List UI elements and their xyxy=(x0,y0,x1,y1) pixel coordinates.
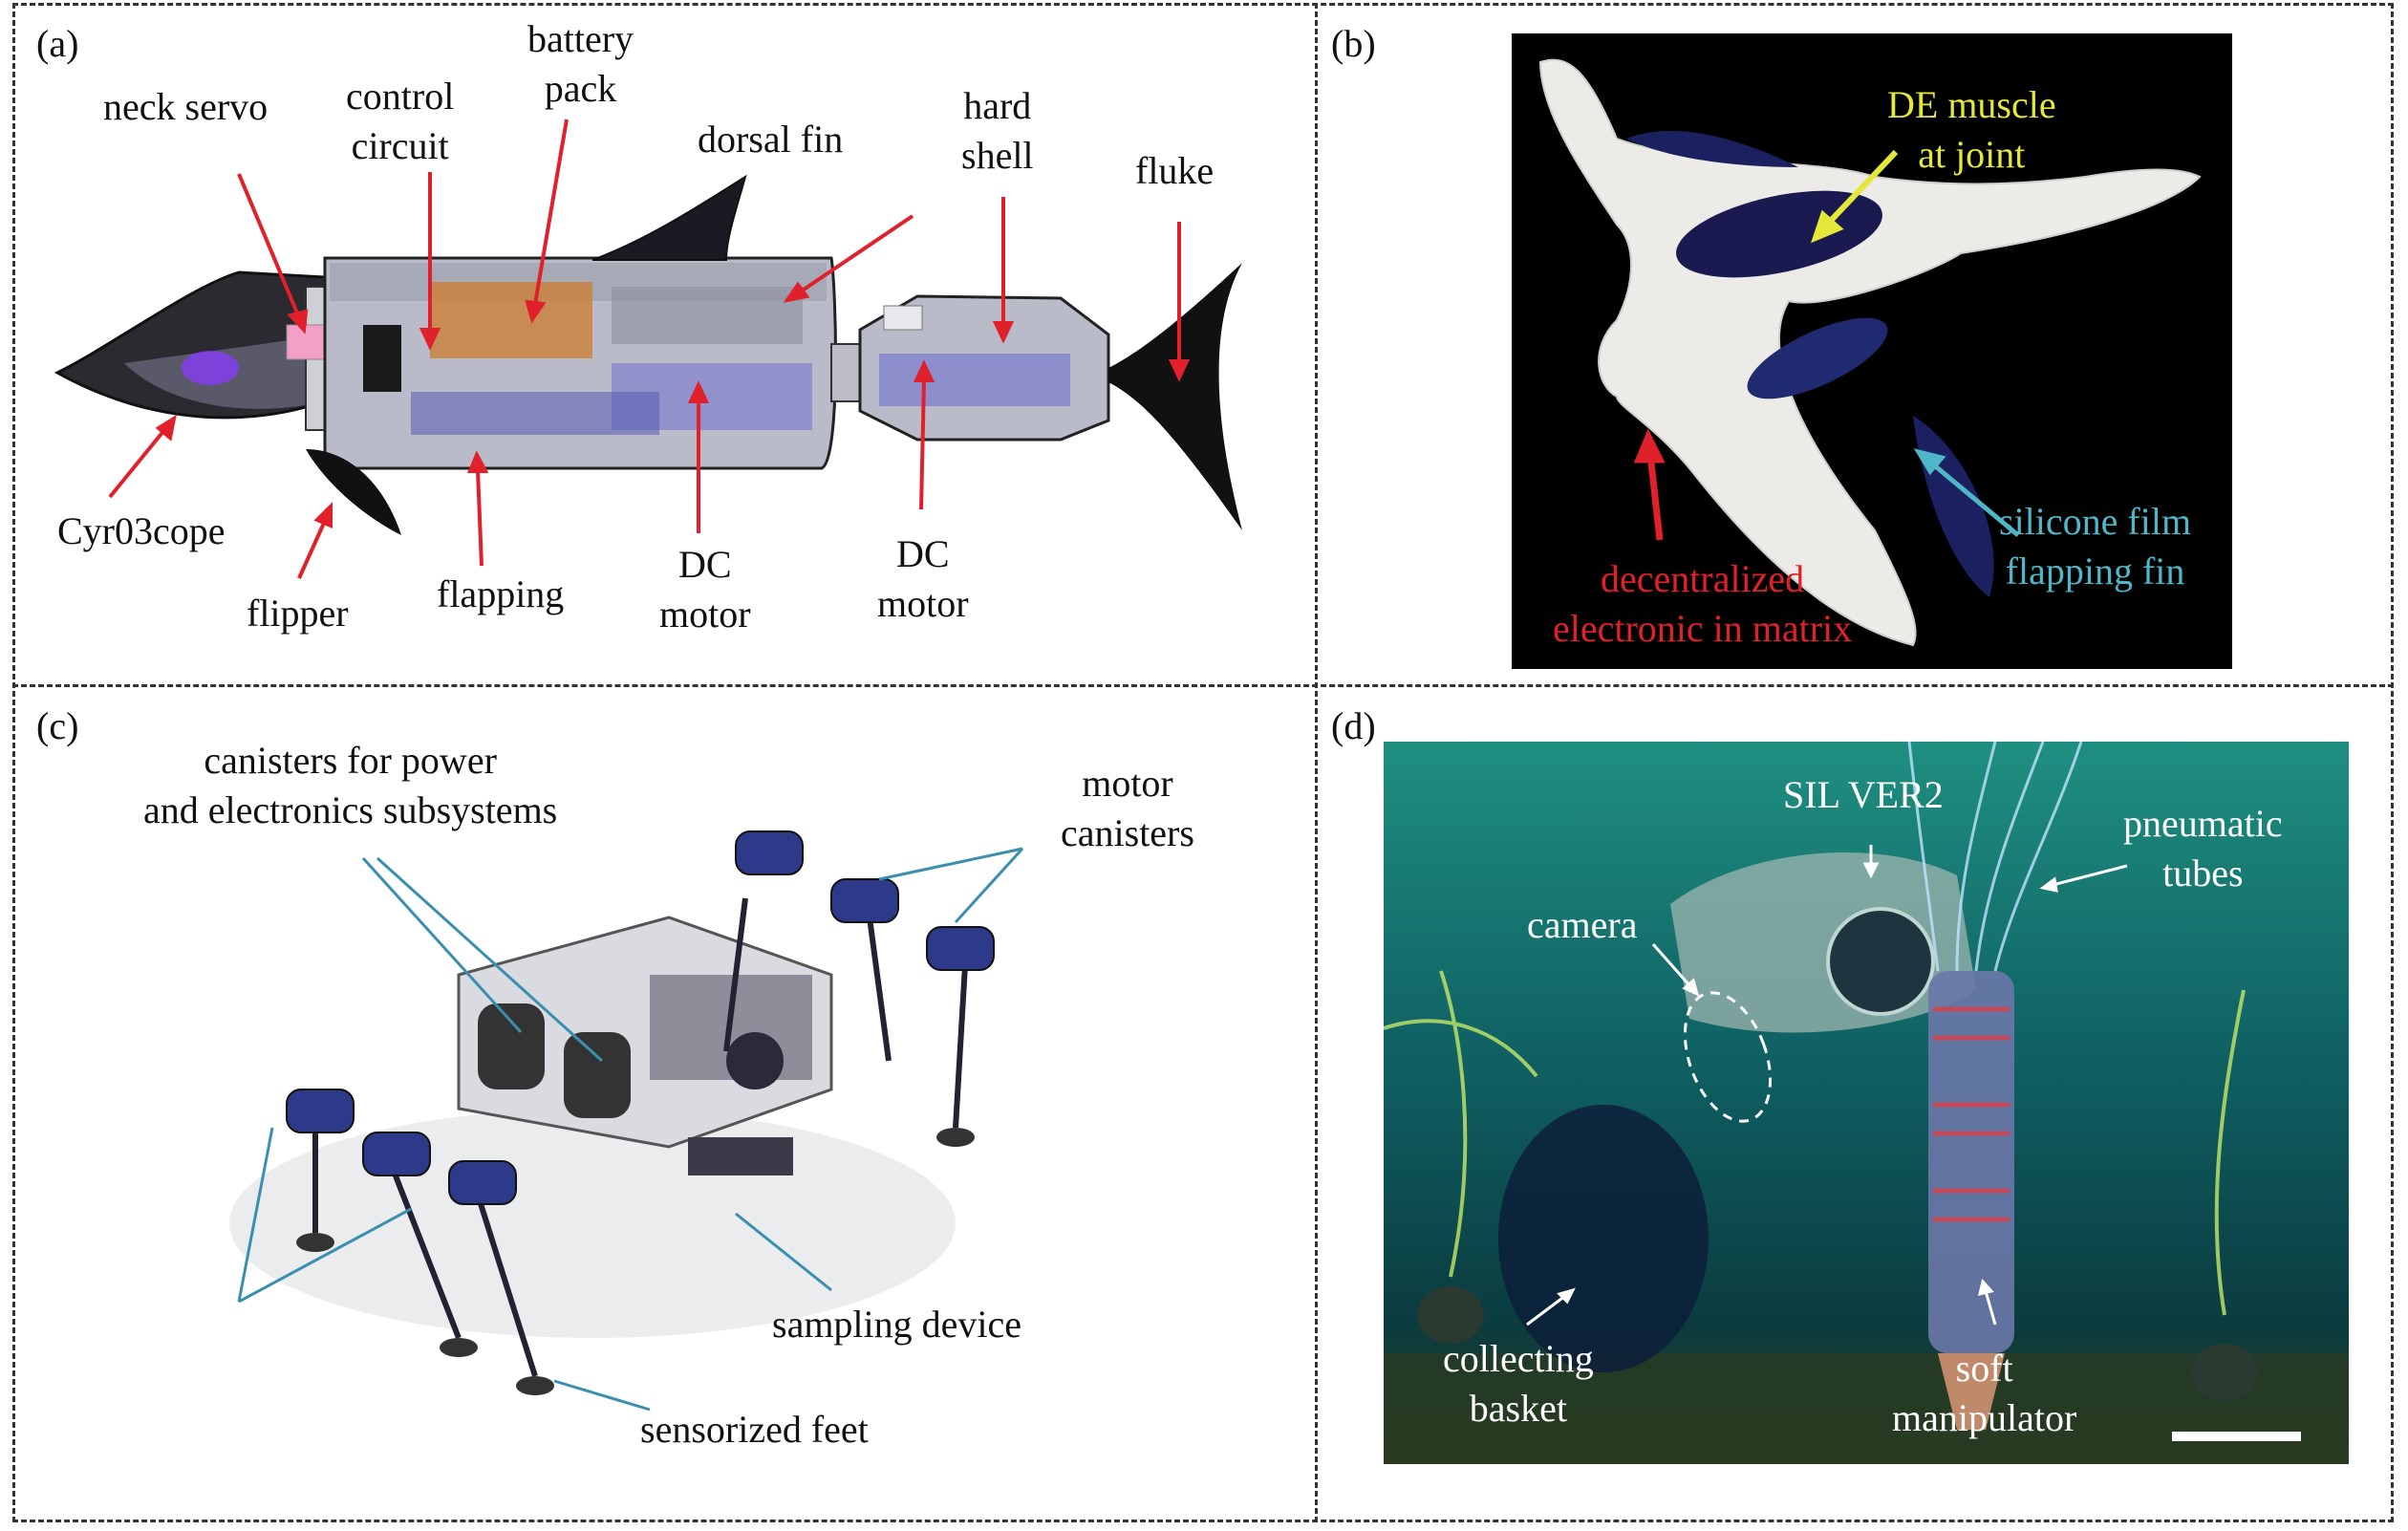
panel-c-tag: (c) xyxy=(36,704,79,747)
vertical-divider xyxy=(1315,3,1318,1522)
panel-d-tag: (d) xyxy=(1331,704,1376,747)
battery-block xyxy=(430,282,592,358)
legged-robot-drawing xyxy=(229,830,1024,1412)
manta-window-1 xyxy=(1676,190,1882,278)
robot-legs xyxy=(312,897,968,1377)
label-sensorized-feet: sensorized feet xyxy=(640,1408,869,1451)
fluke xyxy=(1108,263,1242,530)
label-flipper: flipper xyxy=(247,592,349,635)
label-neck-servo: neck servo xyxy=(103,85,269,128)
soft-manipulator xyxy=(1928,971,2014,1430)
panel-b-tag: (b) xyxy=(1331,22,1376,65)
dolphin-robot-drawing xyxy=(54,119,1242,579)
label-flapping: flapping xyxy=(437,572,565,615)
motor-canisters xyxy=(286,830,995,1205)
manta-robot-photo xyxy=(1512,33,2232,669)
sensorized-feet xyxy=(296,1128,975,1395)
flipper xyxy=(306,449,401,535)
label-sampling-device: sampling device xyxy=(772,1303,1022,1346)
dorsal-fin xyxy=(591,174,747,261)
label-dorsal-fin: dorsal fin xyxy=(698,118,844,161)
panel-a-tag: (a) xyxy=(36,22,79,65)
scale-bar xyxy=(2172,1432,2301,1441)
underwater-robot-photo xyxy=(1383,741,2349,1464)
figure-frame xyxy=(12,3,2394,1522)
label-fluke: fluke xyxy=(1135,149,1215,192)
manta-body xyxy=(1538,58,2202,647)
horizontal-divider xyxy=(12,684,2394,687)
manta-window-2 xyxy=(1747,317,1888,399)
label-cyr03cope: Cyr03cope xyxy=(57,509,226,552)
label-silver2: SIL VER2 xyxy=(1783,773,1944,816)
collecting-basket xyxy=(1498,1105,1709,1372)
camera-ring xyxy=(1683,991,1773,1123)
label-camera: camera xyxy=(1527,903,1638,946)
